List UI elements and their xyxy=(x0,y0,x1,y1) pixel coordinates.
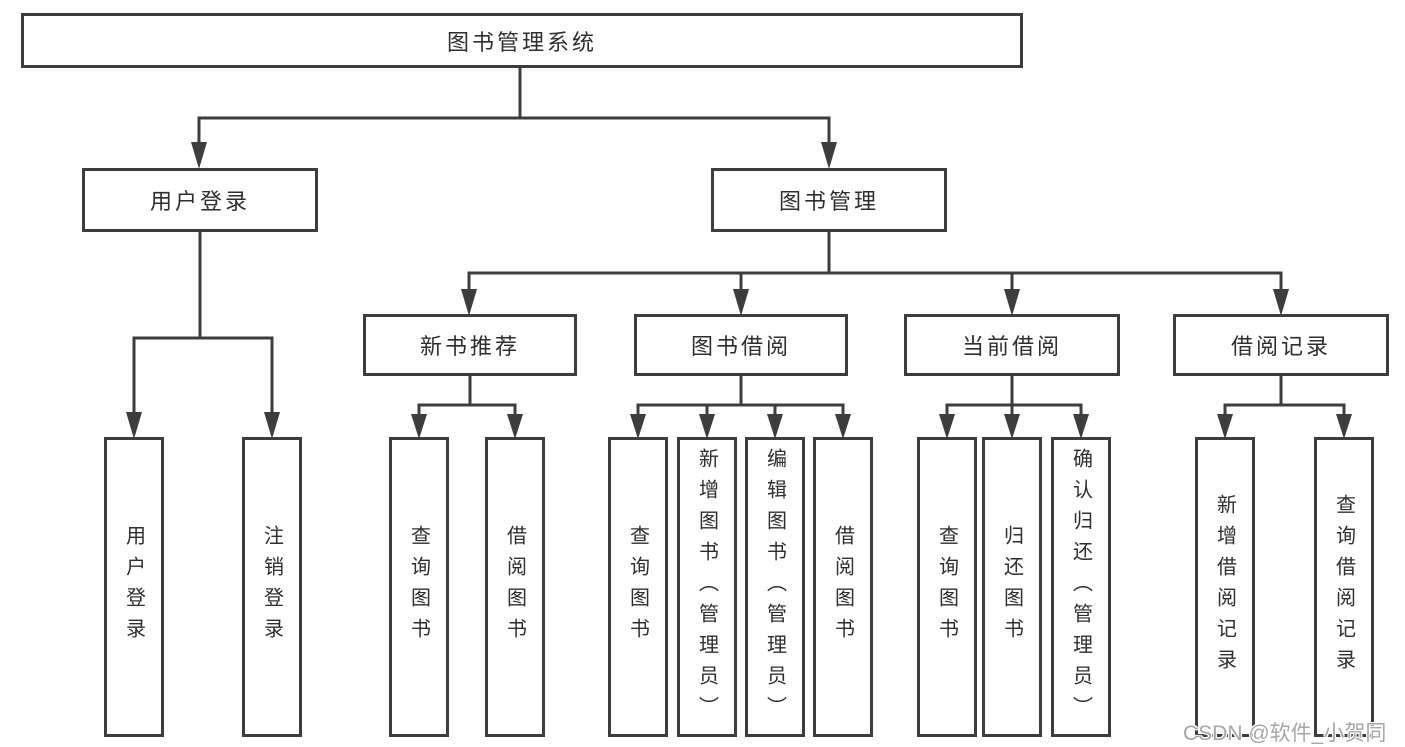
leaf-logout: 注销登录 xyxy=(242,437,302,737)
arrow-icon xyxy=(1336,414,1352,439)
node-book-management: 图书管理 xyxy=(711,168,947,232)
node-root-system: 图书管理系统 xyxy=(21,13,1023,68)
leaf-query-books-current: 查询图书 xyxy=(917,437,977,737)
leaf-query-books-recommend: 查询图书 xyxy=(389,437,449,737)
node-current-borrowing: 当前借阅 xyxy=(904,314,1120,376)
leaf-borrow-books: 借阅图书 xyxy=(813,437,873,737)
arrow-icon xyxy=(835,414,851,439)
arrow-icon xyxy=(507,414,523,439)
arrow-icon xyxy=(821,142,837,169)
leaf-query-borrow-record: 查询借阅记录 xyxy=(1314,437,1374,737)
connector-current-branch xyxy=(945,374,1083,418)
arrow-icon xyxy=(191,142,207,169)
leaf-user-login: 用户登录 xyxy=(104,437,164,737)
leaf-confirm-return-admin: 确认归还（管理员） xyxy=(1051,437,1111,737)
arrow-icon xyxy=(461,289,477,316)
arrow-icon xyxy=(630,414,646,439)
node-new-book-recommendation: 新书推荐 xyxy=(363,314,577,376)
connector-userlogin-branch xyxy=(132,230,274,416)
leaf-query-books-borrowing: 查询图书 xyxy=(608,437,668,737)
arrow-icon xyxy=(1217,414,1233,439)
arrow-icon xyxy=(699,414,715,439)
node-borrowing-records: 借阅记录 xyxy=(1173,314,1389,376)
csdn-watermark: CSDN @软件_小贺同学 xyxy=(1183,722,1387,745)
arrow-icon xyxy=(1273,289,1289,316)
node-book-borrowing: 图书借阅 xyxy=(634,314,848,376)
connector-bookmgmt-branch xyxy=(467,230,1283,293)
arrow-icon xyxy=(1004,414,1020,439)
arrow-icon xyxy=(767,414,783,439)
connector-borrowing-branch xyxy=(636,374,845,418)
leaf-add-books-admin: 新增图书（管理员） xyxy=(677,437,737,737)
leaf-add-borrow-record: 新增借阅记录 xyxy=(1195,437,1255,737)
arrow-icon xyxy=(733,289,749,316)
arrow-icon xyxy=(939,414,955,439)
arrow-icon xyxy=(411,414,427,439)
leaf-borrow-books-recommend: 借阅图书 xyxy=(485,437,545,737)
arrow-icon xyxy=(264,412,280,439)
connector-newbook-branch xyxy=(417,374,517,418)
leaf-return-books: 归还图书 xyxy=(982,437,1042,737)
arrow-icon xyxy=(1004,289,1020,316)
leaf-edit-books-admin: 编辑图书（管理员） xyxy=(745,437,805,737)
connector-root-to-level2 xyxy=(197,66,831,146)
arrow-icon xyxy=(1073,414,1089,439)
connector-records-branch xyxy=(1223,374,1346,418)
arrow-icon xyxy=(126,412,142,439)
node-user-login: 用户登录 xyxy=(82,168,318,232)
